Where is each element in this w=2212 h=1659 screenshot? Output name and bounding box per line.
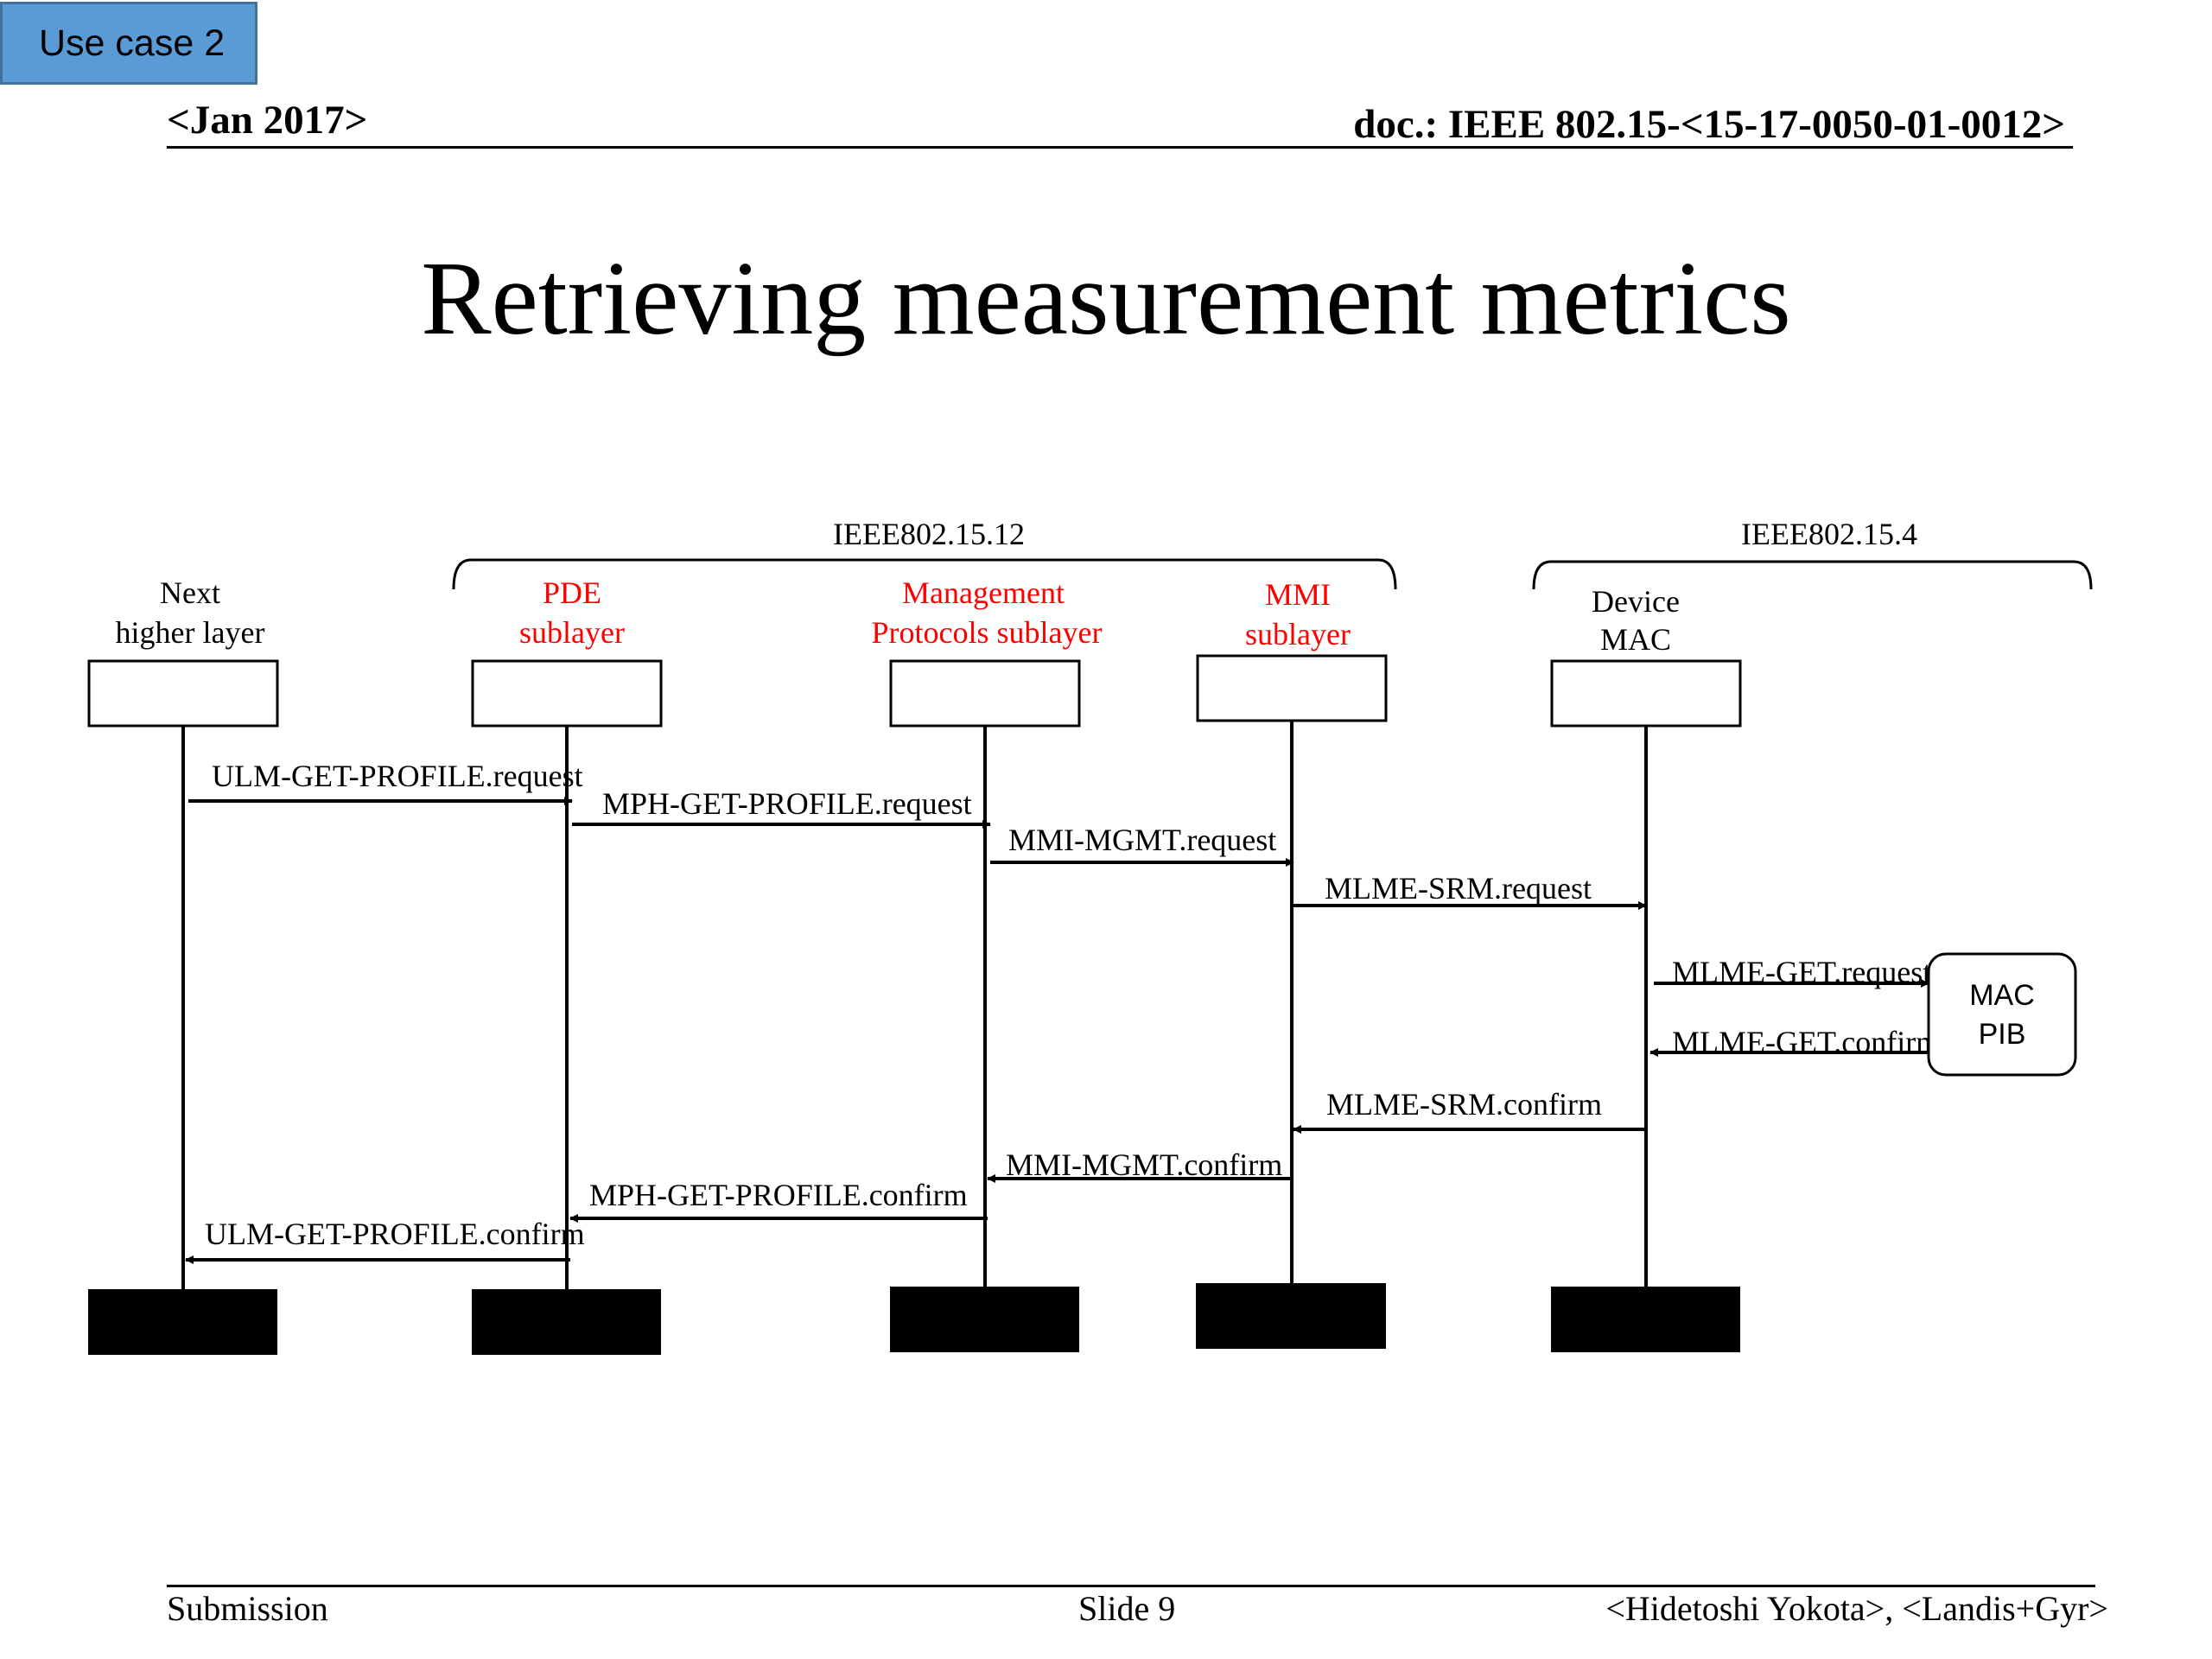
lifeline-name-mmi: MMI bbox=[1265, 577, 1331, 612]
label-mmi-mgmt-request: MMI-MGMT.request bbox=[1008, 823, 1276, 857]
lifeline-foot-management bbox=[890, 1287, 1079, 1352]
label-ulm-get-profile-request: ULM-GET-PROFILE.request bbox=[212, 759, 583, 793]
slide-title: Retrieving measurement metrics bbox=[421, 240, 1791, 357]
label-mlme-srm-confirm: MLME-SRM.confirm bbox=[1326, 1087, 1602, 1122]
label-mlme-get-request: MLME-GET.request bbox=[1672, 955, 1931, 989]
footer-rule bbox=[167, 1585, 2095, 1587]
lifeline-subname-pde: sublayer bbox=[519, 615, 625, 650]
mac-pib-box bbox=[1927, 952, 2077, 1077]
lifeline-head-next-higher-layer bbox=[87, 659, 279, 728]
lifeline-foot-next-higher-layer bbox=[88, 1289, 277, 1355]
lifeline-subname-management: Protocols sublayer bbox=[872, 615, 1103, 650]
header-rule bbox=[167, 146, 2073, 149]
lifeline-name-management: Management bbox=[902, 575, 1065, 610]
lifeline-foot-pde bbox=[472, 1289, 661, 1355]
lifeline-foot-mmi bbox=[1196, 1283, 1386, 1349]
lifeline-head-management bbox=[889, 659, 1081, 728]
group-label-ieee802-15-4: IEEE802.15.4 bbox=[1741, 517, 1917, 551]
label-ulm-get-profile-confirm: ULM-GET-PROFILE.confirm bbox=[205, 1217, 585, 1251]
mac-pib-label-line1: MAC bbox=[1969, 979, 2035, 1012]
label-mph-get-profile-request: MPH-GET-PROFILE.request bbox=[602, 786, 972, 821]
lifeline-head-pde bbox=[471, 659, 663, 728]
lifeline-head-device-mac bbox=[1550, 659, 1742, 728]
lifeline-foot-device-mac bbox=[1551, 1287, 1740, 1352]
group-brace-ieee802-15-4 bbox=[1532, 560, 2093, 590]
lifeline-head-mmi bbox=[1196, 654, 1388, 722]
mac-pib-label-line2: PIB bbox=[1979, 1018, 2026, 1051]
group-label-ieee802-15-12: IEEE802.15.12 bbox=[833, 517, 1025, 551]
lifeline-subname-device-mac: MAC bbox=[1600, 622, 1671, 657]
footer-author: <Hidetoshi Yokota>, <Landis+Gyr> bbox=[1605, 1589, 2108, 1628]
label-mlme-get-confirm: MLME-GET.confirm bbox=[1672, 1025, 1940, 1059]
lifeline-subname-mmi: sublayer bbox=[1245, 617, 1351, 652]
use-case-badge: Use case 2 bbox=[0, 2, 257, 85]
footer-slide-number: Slide 9 bbox=[1078, 1589, 1176, 1628]
footer-submission: Submission bbox=[167, 1589, 328, 1628]
label-mph-get-profile-confirm: MPH-GET-PROFILE.confirm bbox=[589, 1178, 968, 1212]
label-mmi-mgmt-confirm: MMI-MGMT.confirm bbox=[1006, 1147, 1282, 1182]
header-date: <Jan 2017> bbox=[167, 98, 368, 143]
lifeline-name-pde: PDE bbox=[543, 575, 601, 610]
lifeline-name-device-mac: Device bbox=[1592, 584, 1680, 619]
header-doc-id: doc.: IEEE 802.15-<15-17-0050-01-0012> bbox=[1353, 102, 2065, 147]
group-brace-ieee802-15-12 bbox=[452, 558, 1397, 590]
lifeline-name-next-higher-layer: Next bbox=[160, 575, 220, 610]
label-mlme-srm-request: MLME-SRM.request bbox=[1325, 871, 1592, 906]
lifeline-subname-next-higher-layer: higher layer bbox=[116, 615, 265, 650]
